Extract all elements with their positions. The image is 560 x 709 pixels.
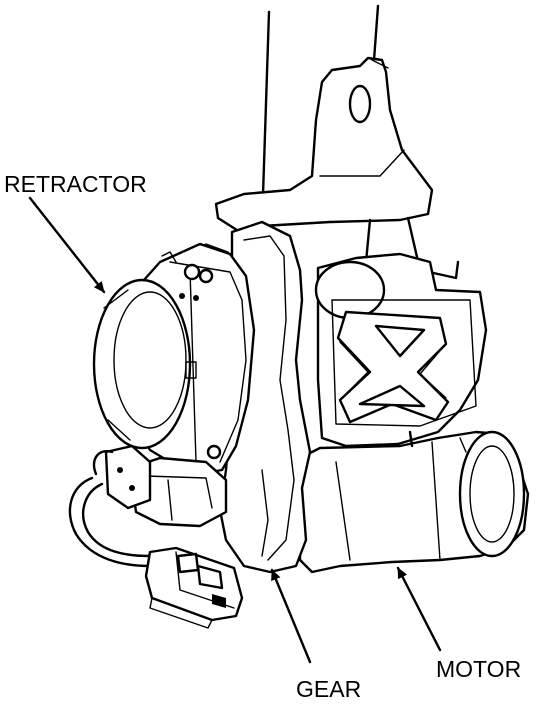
lower-bolt (206, 444, 222, 460)
callout-leaders (28, 196, 442, 664)
x-brace (336, 310, 450, 424)
motor-end-cap (458, 430, 526, 558)
label-motor: MOTOR (436, 656, 521, 682)
upper-bolt-left (183, 263, 201, 281)
gear-leader (270, 568, 312, 664)
motor-body (298, 430, 530, 574)
electrical-connector (144, 546, 244, 629)
x-brace-top-cutout (374, 324, 426, 358)
bracket-bolt-hole (348, 84, 372, 124)
retractor-spool-housing (92, 242, 256, 476)
upper-bolt-right (198, 268, 214, 284)
motor-leader (396, 566, 442, 652)
seat-belt-webbing (261, 4, 380, 197)
x-brace-bottom-cutout (358, 384, 426, 408)
label-retractor: RETRACTOR (4, 171, 147, 197)
mounting-bracket (214, 56, 460, 280)
label-gear: GEAR (296, 676, 361, 702)
retractor-frame (314, 252, 488, 448)
lower-sensor-block (104, 444, 228, 528)
retractor-leader (28, 196, 106, 294)
retractor-end-cap (92, 278, 192, 450)
wire-harness (68, 450, 152, 568)
